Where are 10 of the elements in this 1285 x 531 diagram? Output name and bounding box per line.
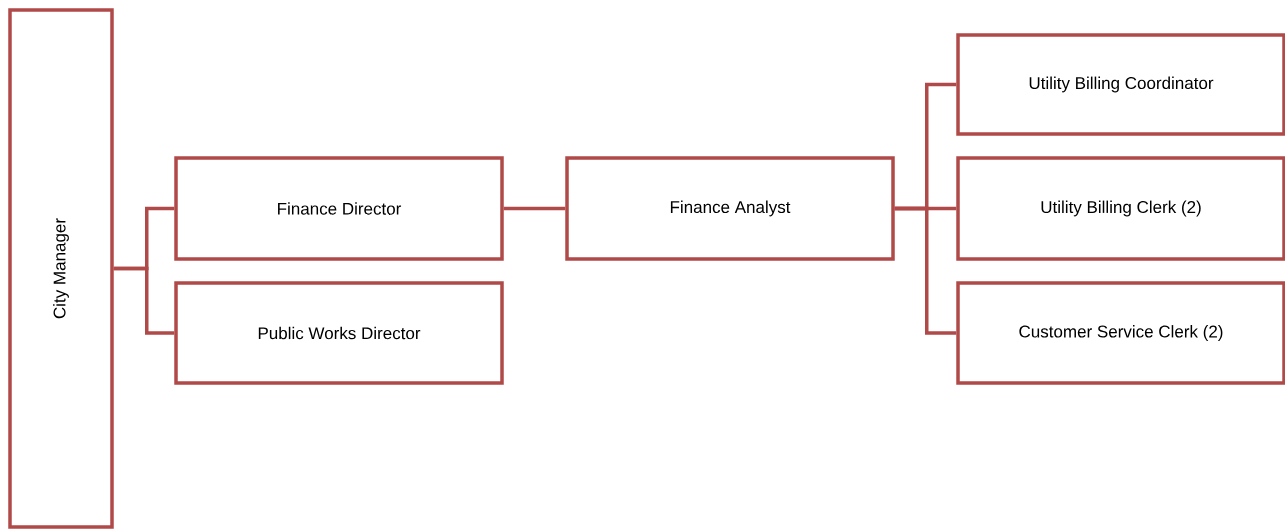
connector-line: [503, 206, 566, 211]
org-box: Public Works Director: [174, 281, 504, 385]
org-box: Customer Service Clerk (2): [956, 281, 1285, 385]
org-box: Utility Billing Coordinator: [956, 33, 1285, 136]
connector-line: [113, 266, 175, 335]
org-box: City Manager: [8, 8, 114, 529]
org-box: Finance Analyst: [565, 156, 895, 261]
org-box: Finance Director: [174, 156, 504, 261]
org-box: Utility Billing Clerk (2): [956, 156, 1285, 261]
connector-line: [894, 206, 957, 335]
